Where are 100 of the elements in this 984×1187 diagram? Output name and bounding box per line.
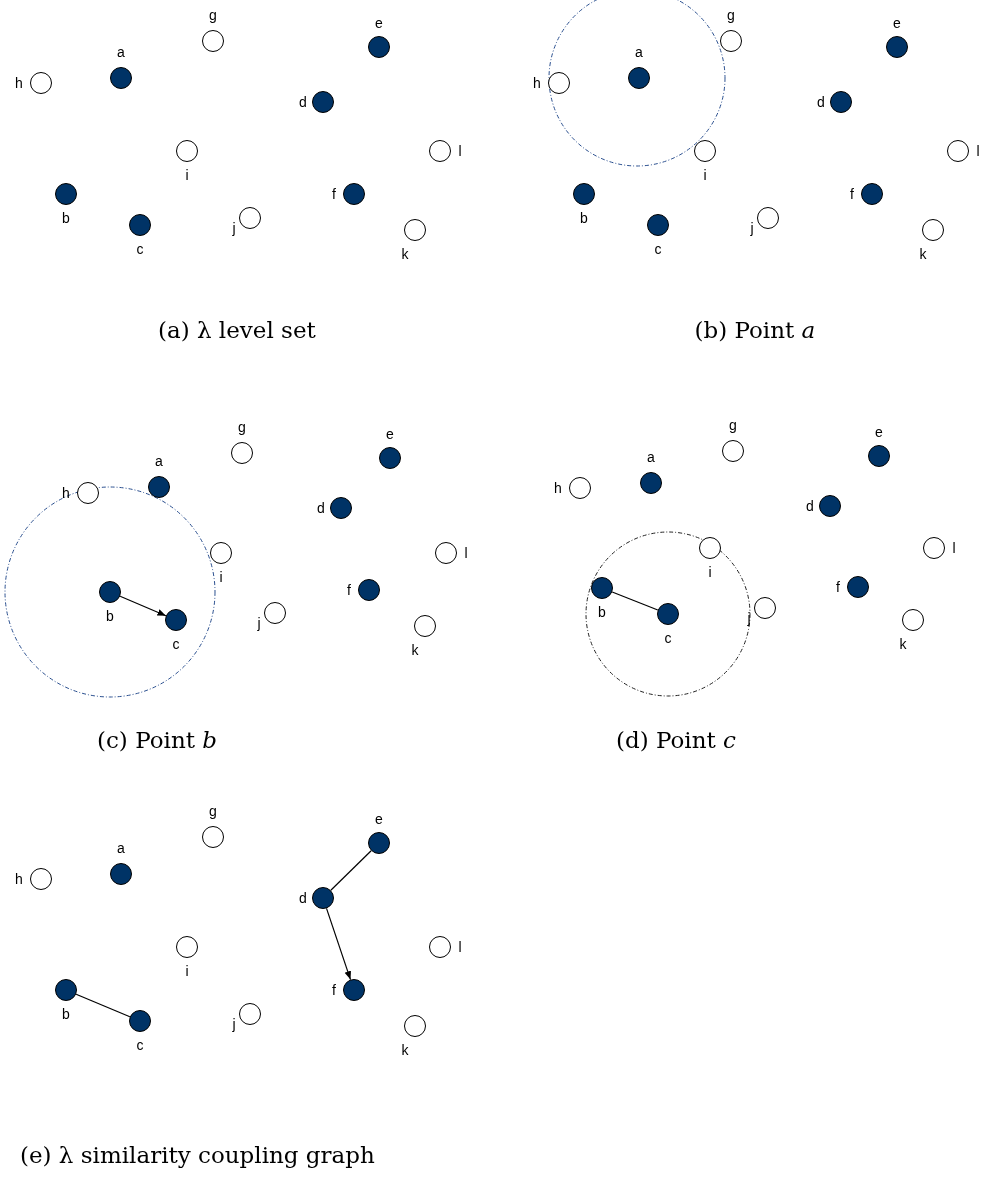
open-point (176, 936, 198, 958)
point-label: k (401, 1043, 409, 1057)
point-label: h (554, 481, 562, 495)
panel-caption: (b) Point a (694, 317, 816, 343)
arrow (325, 907, 352, 981)
point-label: a (117, 841, 125, 855)
point-label: d (817, 95, 825, 109)
open-point (210, 542, 232, 564)
point-label: l (458, 144, 462, 158)
point-label: a (155, 454, 163, 468)
filled-point (312, 91, 334, 113)
panel-caption: (c) Point b (97, 727, 217, 753)
open-point (720, 30, 742, 52)
open-point (231, 442, 253, 464)
open-point (404, 1015, 426, 1037)
point-label: i (708, 565, 712, 579)
filled-point (110, 863, 132, 885)
open-point (435, 542, 457, 564)
filled-point (868, 445, 890, 467)
filled-point (165, 609, 187, 631)
point-label: f (850, 187, 854, 201)
open-point (757, 207, 779, 229)
filled-point (379, 447, 401, 469)
point-label: k (919, 247, 927, 261)
point-label: j (747, 611, 751, 625)
filled-point (343, 183, 365, 205)
filled-point (628, 67, 650, 89)
point-label: k (899, 637, 907, 651)
filled-point (647, 214, 669, 236)
point-label: e (875, 425, 883, 439)
point-label: b (598, 605, 606, 619)
connector-line (611, 591, 659, 611)
point-label: g (238, 420, 246, 434)
point-label: g (209, 8, 217, 22)
open-point (404, 219, 426, 241)
connector-line (75, 993, 131, 1018)
panel-caption: (e) λ similarity coupling graph (20, 1142, 375, 1168)
point-label: i (185, 168, 189, 182)
open-point (30, 868, 52, 890)
filled-point (861, 183, 883, 205)
point-label: h (15, 76, 23, 90)
open-point (694, 140, 716, 162)
filled-point (847, 576, 869, 598)
point-label: d (806, 499, 814, 513)
point-label: e (375, 16, 383, 30)
point-label: a (647, 450, 655, 464)
point-label: i (219, 570, 223, 584)
open-point (569, 477, 591, 499)
point-label: j (750, 221, 754, 235)
filled-point (657, 603, 679, 625)
filled-point (129, 214, 151, 236)
open-point (947, 140, 969, 162)
filled-point (343, 979, 365, 1001)
point-label: b (580, 211, 588, 225)
open-point (923, 537, 945, 559)
point-label: f (347, 583, 351, 597)
point-label: c (172, 637, 180, 651)
point-label: c (654, 242, 662, 256)
point-label: g (729, 418, 737, 432)
point-label: f (332, 983, 336, 997)
open-point (202, 826, 224, 848)
point-label: b (62, 1007, 70, 1021)
filled-point (312, 887, 334, 909)
filled-point (368, 36, 390, 58)
filled-point (55, 979, 77, 1001)
point-label: d (317, 501, 325, 515)
open-point (429, 936, 451, 958)
panel-caption: (a) λ level set (158, 317, 316, 343)
filled-point (886, 36, 908, 58)
open-point (176, 140, 198, 162)
point-label: k (401, 247, 409, 261)
open-point (429, 140, 451, 162)
point-label: h (533, 76, 541, 90)
filled-point (830, 91, 852, 113)
point-label: g (727, 8, 735, 22)
point-label: l (952, 541, 956, 555)
open-point (30, 72, 52, 94)
point-label: a (117, 45, 125, 59)
point-label: j (232, 1017, 236, 1031)
filled-point (110, 67, 132, 89)
connector-line (330, 850, 372, 891)
point-label: l (976, 144, 980, 158)
filled-point (55, 183, 77, 205)
point-label: h (62, 486, 70, 500)
point-label: c (136, 242, 144, 256)
point-label: d (299, 891, 307, 905)
point-label: h (15, 872, 23, 886)
open-point (239, 207, 261, 229)
point-label: b (62, 211, 70, 225)
arrow (119, 595, 167, 617)
filled-point (99, 581, 121, 603)
filled-point (819, 495, 841, 517)
filled-point (368, 832, 390, 854)
point-label: i (703, 168, 707, 182)
open-point (548, 72, 570, 94)
point-label: g (209, 804, 217, 818)
point-label: i (185, 964, 189, 978)
open-point (922, 219, 944, 241)
point-label: e (893, 16, 901, 30)
filled-point (358, 579, 380, 601)
